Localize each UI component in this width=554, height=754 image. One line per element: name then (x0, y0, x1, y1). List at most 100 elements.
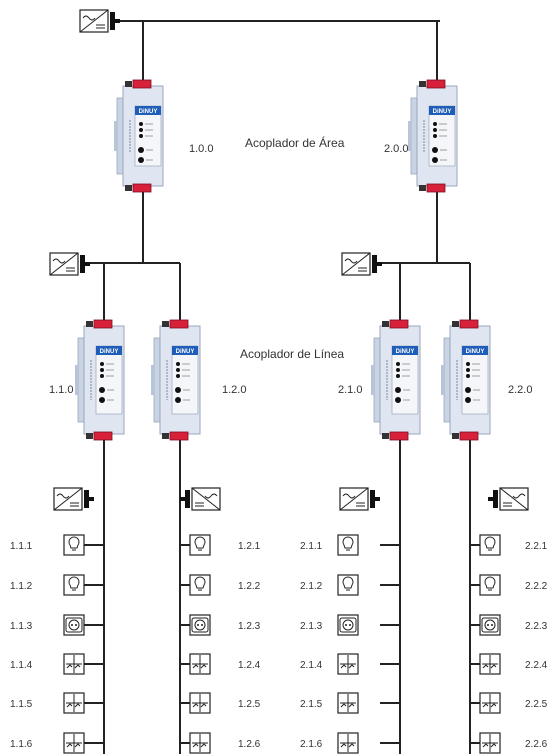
device-address: 2.2.3 (525, 621, 548, 632)
device-address: 1.1.3 (10, 621, 33, 632)
coupler-address: 1.1.0 (49, 384, 73, 396)
line-coupler-1.2.0: DiNUY (151, 319, 201, 441)
device-address: 2.2.5 (525, 699, 548, 710)
area-coupler-1.0.0: DiNUY (114, 79, 164, 193)
device-2.1.6: 2.1.6 (300, 732, 359, 754)
device-2.1.2: 2.1.2 (300, 574, 359, 596)
device-address: 2.2.1 (525, 541, 548, 552)
device-2.2.6: 2.2.6 (479, 732, 548, 754)
coupler-address: 2.0.0 (384, 143, 408, 155)
bulb-icon (194, 576, 206, 591)
device-1.2.5: 1.2.5 (189, 692, 261, 714)
device-2.1.3: 2.1.3 (300, 614, 359, 636)
switch-icon (482, 734, 498, 752)
device-2.1.4: 2.1.4 (300, 653, 359, 675)
device-address: 1.1.1 (10, 541, 33, 552)
line-coupler-label: Acoplador de Línea (240, 347, 344, 361)
brand-logo: DiNUY (100, 349, 119, 355)
brand-logo: DiNUY (139, 109, 158, 115)
socket-icon (191, 617, 209, 633)
device-2.2.1: 2.2.1 (479, 534, 548, 556)
power-supply-icon (79, 9, 120, 33)
bulb-icon (68, 576, 80, 591)
device-2.2.5: 2.2.5 (479, 692, 548, 714)
power-supply-icon (339, 487, 380, 511)
switch-icon (340, 734, 356, 752)
coupler-address: 1.0.0 (189, 143, 213, 155)
area-coupler-label: Acoplador de Área (245, 135, 345, 150)
switch-icon (192, 655, 208, 673)
device-2.2.4: 2.2.4 (479, 653, 548, 675)
labels: Acoplador de Área Acoplador de Línea 1.0… (49, 135, 532, 396)
devices: 1.1.1 1.1.2 1.1.3 1.1.4 1.1.5 1.1.6 1.2.1 1.2.2… (10, 534, 548, 754)
device-address: 2.2.4 (525, 660, 548, 671)
device-address: 1.1.4 (10, 660, 33, 671)
device-address: 2.2.2 (525, 581, 548, 592)
device-address: 1.1.5 (10, 699, 33, 710)
device-address: 2.1.2 (300, 581, 323, 592)
brand-logo: DiNUY (466, 349, 485, 355)
couplers: DiNUY DiNUY DiNUY DiNUY DiNUY DiNUY (75, 79, 491, 441)
power-supply-icon (341, 252, 382, 276)
device-address: 2.1.5 (300, 699, 323, 710)
device-address: 2.1.3 (300, 621, 323, 632)
power-supply-icon (49, 252, 90, 276)
socket-icon (481, 617, 499, 633)
device-2.1.1: 2.1.1 (300, 534, 359, 556)
device-1.1.2: 1.1.2 (10, 574, 85, 596)
device-address: 1.2.3 (238, 621, 261, 632)
device-1.1.4: 1.1.4 (10, 653, 85, 675)
device-1.2.1: 1.2.1 (189, 534, 261, 556)
area-coupler-2.0.0: DiNUY (408, 79, 458, 193)
brand-logo: DiNUY (176, 349, 195, 355)
device-address: 2.1.1 (300, 541, 323, 552)
line-coupler-1.1.0: DiNUY (75, 319, 125, 441)
device-address: 2.1.6 (300, 739, 323, 750)
coupler-address: 1.2.0 (222, 384, 246, 396)
device-address: 1.2.5 (238, 699, 261, 710)
power-supplies (49, 9, 529, 511)
switch-icon (192, 694, 208, 712)
device-1.2.2: 1.2.2 (189, 574, 261, 596)
brand-logo: DiNUY (396, 349, 415, 355)
device-2.2.2: 2.2.2 (479, 574, 548, 596)
switch-icon (340, 655, 356, 673)
power-supply-icon (180, 487, 221, 511)
power-supply-icon (53, 487, 94, 511)
bulb-icon (484, 536, 496, 551)
bulb-icon (342, 576, 354, 591)
device-1.2.6: 1.2.6 (189, 732, 261, 754)
brand-logo: DiNUY (433, 109, 452, 115)
coupler-address: 2.2.0 (508, 384, 532, 396)
bulb-icon (342, 536, 354, 551)
device-address: 1.2.4 (238, 660, 261, 671)
line-coupler-2.2.0: DiNUY (441, 319, 491, 441)
device-1.1.3: 1.1.3 (10, 614, 85, 636)
switch-icon (340, 694, 356, 712)
device-address: 1.1.6 (10, 739, 33, 750)
device-address: 1.1.2 (10, 581, 33, 592)
device-address: 2.1.4 (300, 660, 323, 671)
socket-icon (65, 617, 83, 633)
device-address: 2.2.6 (525, 739, 548, 750)
device-1.1.5: 1.1.5 (10, 692, 85, 714)
device-1.2.3: 1.2.3 (189, 614, 261, 636)
device-1.2.4: 1.2.4 (189, 653, 261, 675)
switch-icon (66, 655, 82, 673)
line-coupler-2.1.0: DiNUY (371, 319, 421, 441)
device-2.2.3: 2.2.3 (479, 614, 548, 636)
switch-icon (66, 694, 82, 712)
device-2.1.5: 2.1.5 (300, 692, 359, 714)
device-1.1.6: 1.1.6 (10, 732, 85, 754)
device-1.1.1: 1.1.1 (10, 534, 85, 556)
device-address: 1.2.6 (238, 739, 261, 750)
device-address: 1.2.1 (238, 541, 261, 552)
bulb-icon (484, 576, 496, 591)
switch-icon (482, 694, 498, 712)
socket-icon (339, 617, 357, 633)
switch-icon (482, 655, 498, 673)
switch-icon (66, 734, 82, 752)
switch-icon (192, 734, 208, 752)
power-supply-icon (488, 487, 529, 511)
